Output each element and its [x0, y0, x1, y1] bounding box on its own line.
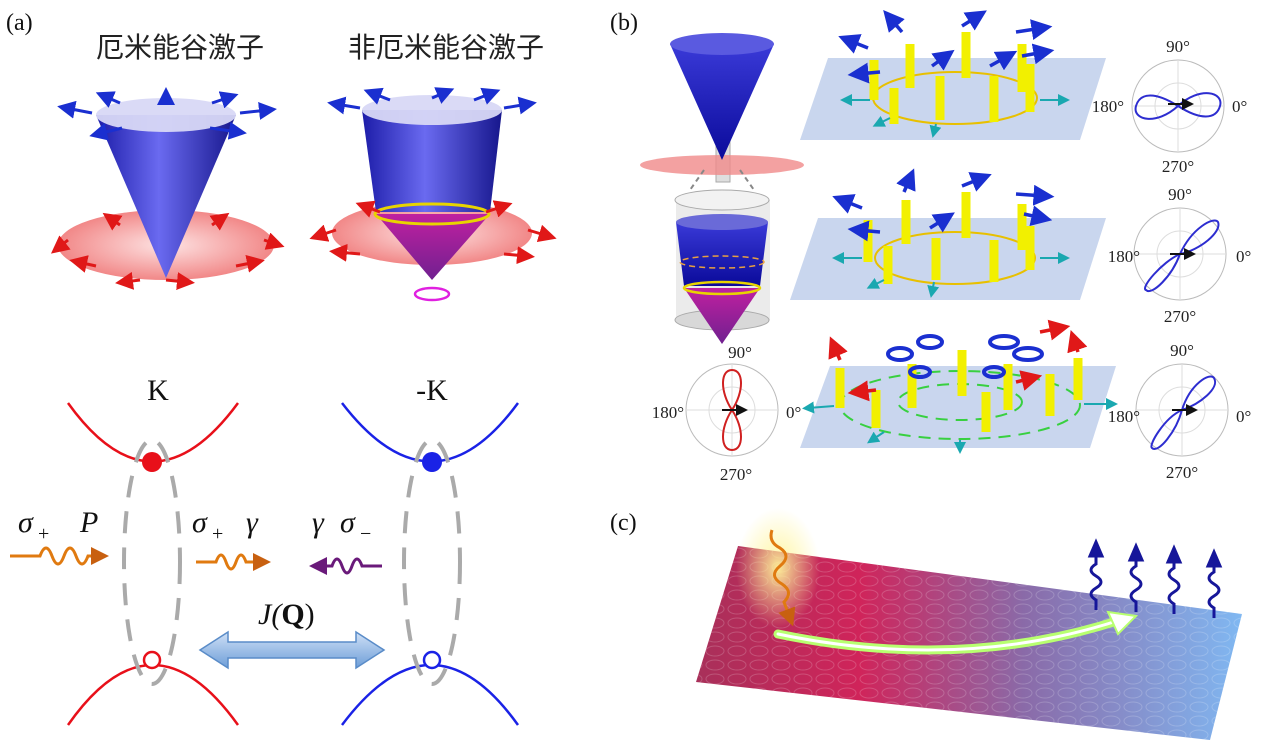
panel-c-label: (c): [610, 510, 637, 536]
valley-k-label: K: [147, 374, 169, 407]
polar-plot-red: 90° 0° 270° 180°: [652, 343, 802, 484]
photon-emission-minus-k-label: γ σ −: [312, 506, 371, 545]
hermitian-cone-illustration: [50, 87, 285, 291]
nonhermitian-exciton-title: 非厄米能谷激子: [348, 31, 544, 64]
polar-plot-bottom: 90° 0° 270° 180°: [1108, 341, 1252, 482]
svg-text:σ: σ: [340, 506, 356, 539]
k-exciton-dashed-loop: [122, 438, 182, 686]
svg-text:+: +: [38, 523, 49, 545]
svg-text:γ: γ: [246, 506, 259, 539]
svg-text:180°: 180°: [1108, 247, 1140, 266]
k-valence-band: [66, 663, 240, 726]
svg-text:γ: γ: [312, 506, 325, 539]
emitted-photons: [1087, 538, 1223, 618]
panel-b-plane-bottom: [800, 319, 1118, 454]
svg-text:+: +: [212, 523, 223, 545]
panel-b-plane-top: [800, 10, 1106, 140]
svg-text:0°: 0°: [1236, 247, 1251, 266]
svg-text:270°: 270°: [1162, 157, 1194, 176]
svg-text:270°: 270°: [1166, 463, 1198, 482]
svg-text:90°: 90°: [1168, 185, 1192, 204]
svg-text:−: −: [360, 523, 371, 545]
svg-text:90°: 90°: [1170, 341, 1194, 360]
svg-text:P: P: [79, 506, 98, 539]
svg-text:σ: σ: [192, 506, 208, 539]
exciton-trajectory-arrowhead: [1106, 610, 1139, 636]
k-hole: [142, 650, 162, 670]
k-electron: [142, 452, 162, 472]
panel-b-label: (b): [610, 10, 638, 36]
exciton-trajectory-core: [776, 618, 1122, 652]
svg-text:0°: 0°: [786, 403, 801, 422]
svg-text:0°: 0°: [1236, 407, 1251, 426]
minus-k-valence-band: [341, 663, 520, 726]
svg-text:0°: 0°: [1232, 97, 1247, 116]
svg-text:J(Q): J(Q): [258, 598, 315, 631]
exchange-coupling-label: J(Q): [258, 598, 315, 631]
svg-text:180°: 180°: [652, 403, 684, 422]
svg-text:90°: 90°: [728, 343, 752, 362]
svg-text:270°: 270°: [1164, 307, 1196, 326]
panel-b-cone-zoom: [640, 33, 804, 344]
panel-a-label: (a): [6, 10, 33, 36]
photon-pump-label: σ + P: [18, 506, 98, 545]
hermitian-exciton-title: 厄米能谷激子: [96, 31, 264, 64]
exchange-coupling-double-arrow: [198, 630, 386, 670]
polar-plot-middle: 90° 0° 270° 180°: [1108, 185, 1252, 326]
panel-b-plane-middle: [790, 168, 1106, 300]
incident-photon-icon: [769, 529, 796, 627]
minus-k-exciton-dashed-loop: [402, 438, 462, 686]
svg-text:180°: 180°: [1092, 97, 1124, 116]
svg-text:90°: 90°: [1166, 37, 1190, 56]
photon-emission-k-label: σ + γ: [192, 506, 259, 545]
pump-photon-icon: [10, 546, 109, 566]
emission-photon-k-icon: [196, 553, 271, 571]
minus-k-electron: [422, 452, 442, 472]
panel-c-monolayer-sheet: [696, 508, 1242, 740]
nonhermitian-cone-illustration: [309, 87, 557, 302]
valley-minus-k-label: -K: [416, 374, 448, 407]
svg-text:180°: 180°: [1108, 407, 1140, 426]
emission-photon-minus-k-icon: [309, 557, 382, 575]
polar-plot-top: 90° 0° 270° 180°: [1092, 37, 1248, 176]
svg-text:270°: 270°: [720, 465, 752, 484]
svg-text:σ: σ: [18, 506, 34, 539]
minus-k-hole: [422, 650, 442, 670]
